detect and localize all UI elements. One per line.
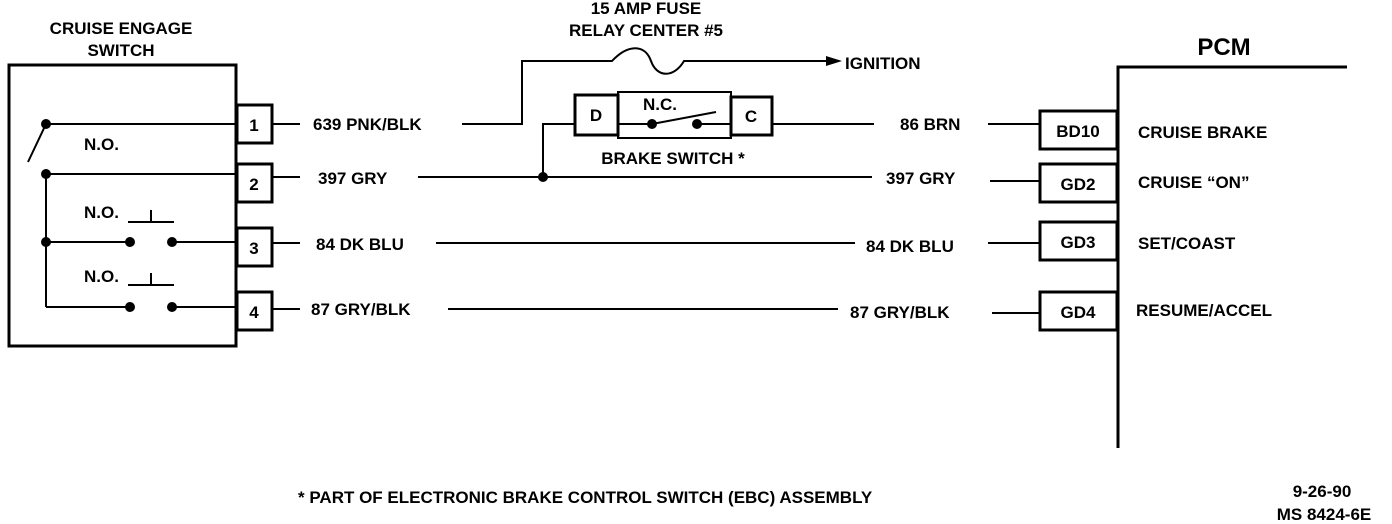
pcm-function-cruise-on: CRUISE “ON” — [1138, 173, 1249, 192]
pcm-connector-gd2 — [1038, 162, 1119, 204]
resume-contact-left — [125, 302, 135, 312]
brake-switch-body — [617, 91, 732, 139]
wire-label-84-right: 84 DK BLU — [866, 237, 954, 256]
pcm-connector-gd3 — [1038, 220, 1119, 262]
contact-no-label-3: N.O. — [84, 267, 119, 286]
pin-label-2: 2 — [249, 175, 258, 194]
pin-box-4 — [235, 290, 274, 332]
resume-contact-right — [167, 302, 177, 312]
brake-terminal-c-box — [729, 95, 774, 137]
brake-contact-nc-label: N.C. — [643, 95, 677, 114]
switch-node-1 — [41, 119, 51, 129]
pcm-function-cruise-brake: CRUISE BRAKE — [1138, 123, 1267, 142]
contact-no-label-1: N.O. — [84, 135, 119, 154]
brake-switch: D C N.C. BRAKE SWITCH * — [573, 91, 774, 168]
pin-label-4: 4 — [249, 303, 259, 322]
pin-label-1: 1 — [249, 116, 258, 135]
switch-title-line2: SWITCH — [87, 41, 154, 60]
no-switch-arm — [27, 123, 47, 163]
ignition-arrow-icon — [826, 56, 842, 66]
pcm-connector-gd4 — [1038, 290, 1119, 332]
brake-contact-left — [647, 119, 657, 129]
splice-397 — [538, 172, 548, 182]
drawing-number: MS 8424-6E — [1277, 505, 1372, 524]
fuse-label-line1: 15 AMP FUSE — [591, 0, 702, 18]
ignition-label: IGNITION — [845, 54, 921, 73]
brake-nc-contact-arm — [651, 111, 717, 125]
pin-label-3: 3 — [249, 239, 258, 258]
switch-title-line1: CRUISE ENGAGE — [50, 19, 193, 38]
pin-box-2 — [235, 162, 274, 204]
switch-housing — [7, 63, 238, 348]
pin-box-1 — [235, 103, 274, 145]
fuse-label-line2: RELAY CENTER #5 — [569, 21, 723, 40]
cruise-engage-switch: CRUISE ENGAGE SWITCH N.O. N.O. N.O. 1 2 — [7, 19, 274, 348]
footnote-ebc-assembly: * PART OF ELECTRONIC BRAKE CONTROL SWITC… — [298, 488, 873, 507]
wire-label-397-left: 397 GRY — [318, 169, 388, 188]
pcm-title: PCM — [1197, 34, 1250, 61]
wire-label-87-right: 87 GRY/BLK — [850, 303, 950, 322]
wire-label-397-right: 397 GRY — [886, 169, 956, 188]
set-contact-right — [167, 237, 177, 247]
pcm-connector-bd10 — [1038, 109, 1119, 151]
pcm-connector-label-gd3: GD3 — [1061, 233, 1096, 252]
brake-terminal-d-label: D — [590, 106, 602, 125]
pcm-function-set-coast: SET/COAST — [1138, 234, 1236, 253]
pcm-connector-label-gd4: GD4 — [1061, 303, 1097, 322]
pin-box-3 — [235, 226, 274, 268]
drawing-date: 9-26-90 — [1293, 482, 1352, 501]
wire-label-84-left: 84 DK BLU — [316, 235, 404, 254]
wiring: 639 PNK/BLK 86 BRN 397 GRY 397 GRY 84 DK… — [272, 115, 1040, 322]
wire-label-87-left: 87 GRY/BLK — [311, 300, 411, 319]
wire-397-to-brake-d — [542, 123, 575, 177]
fuse-symbol-wire — [462, 47, 828, 125]
pcm-module: PCM BD10 GD2 GD3 GD4 CRUISE BRAKE CRUISE… — [1038, 34, 1347, 448]
pcm-connector-label-bd10: BD10 — [1056, 122, 1099, 141]
pcm-connector-label-gd2: GD2 — [1061, 175, 1096, 194]
switch-node-3 — [41, 237, 51, 247]
wire-label-86: 86 BRN — [900, 115, 960, 134]
brake-terminal-d-box — [573, 93, 620, 137]
brake-switch-label: BRAKE SWITCH * — [601, 149, 745, 168]
contact-no-label-2: N.O. — [84, 203, 119, 222]
pcm-function-resume-accel: RESUME/ACCEL — [1136, 301, 1272, 320]
set-contact-left — [125, 237, 135, 247]
switch-node-2 — [41, 169, 51, 179]
fuse-circuit: 15 AMP FUSE RELAY CENTER #5 IGNITION — [462, 0, 921, 125]
brake-terminal-c-label: C — [745, 107, 757, 126]
wire-label-639: 639 PNK/BLK — [313, 115, 422, 134]
brake-contact-right — [692, 119, 702, 129]
